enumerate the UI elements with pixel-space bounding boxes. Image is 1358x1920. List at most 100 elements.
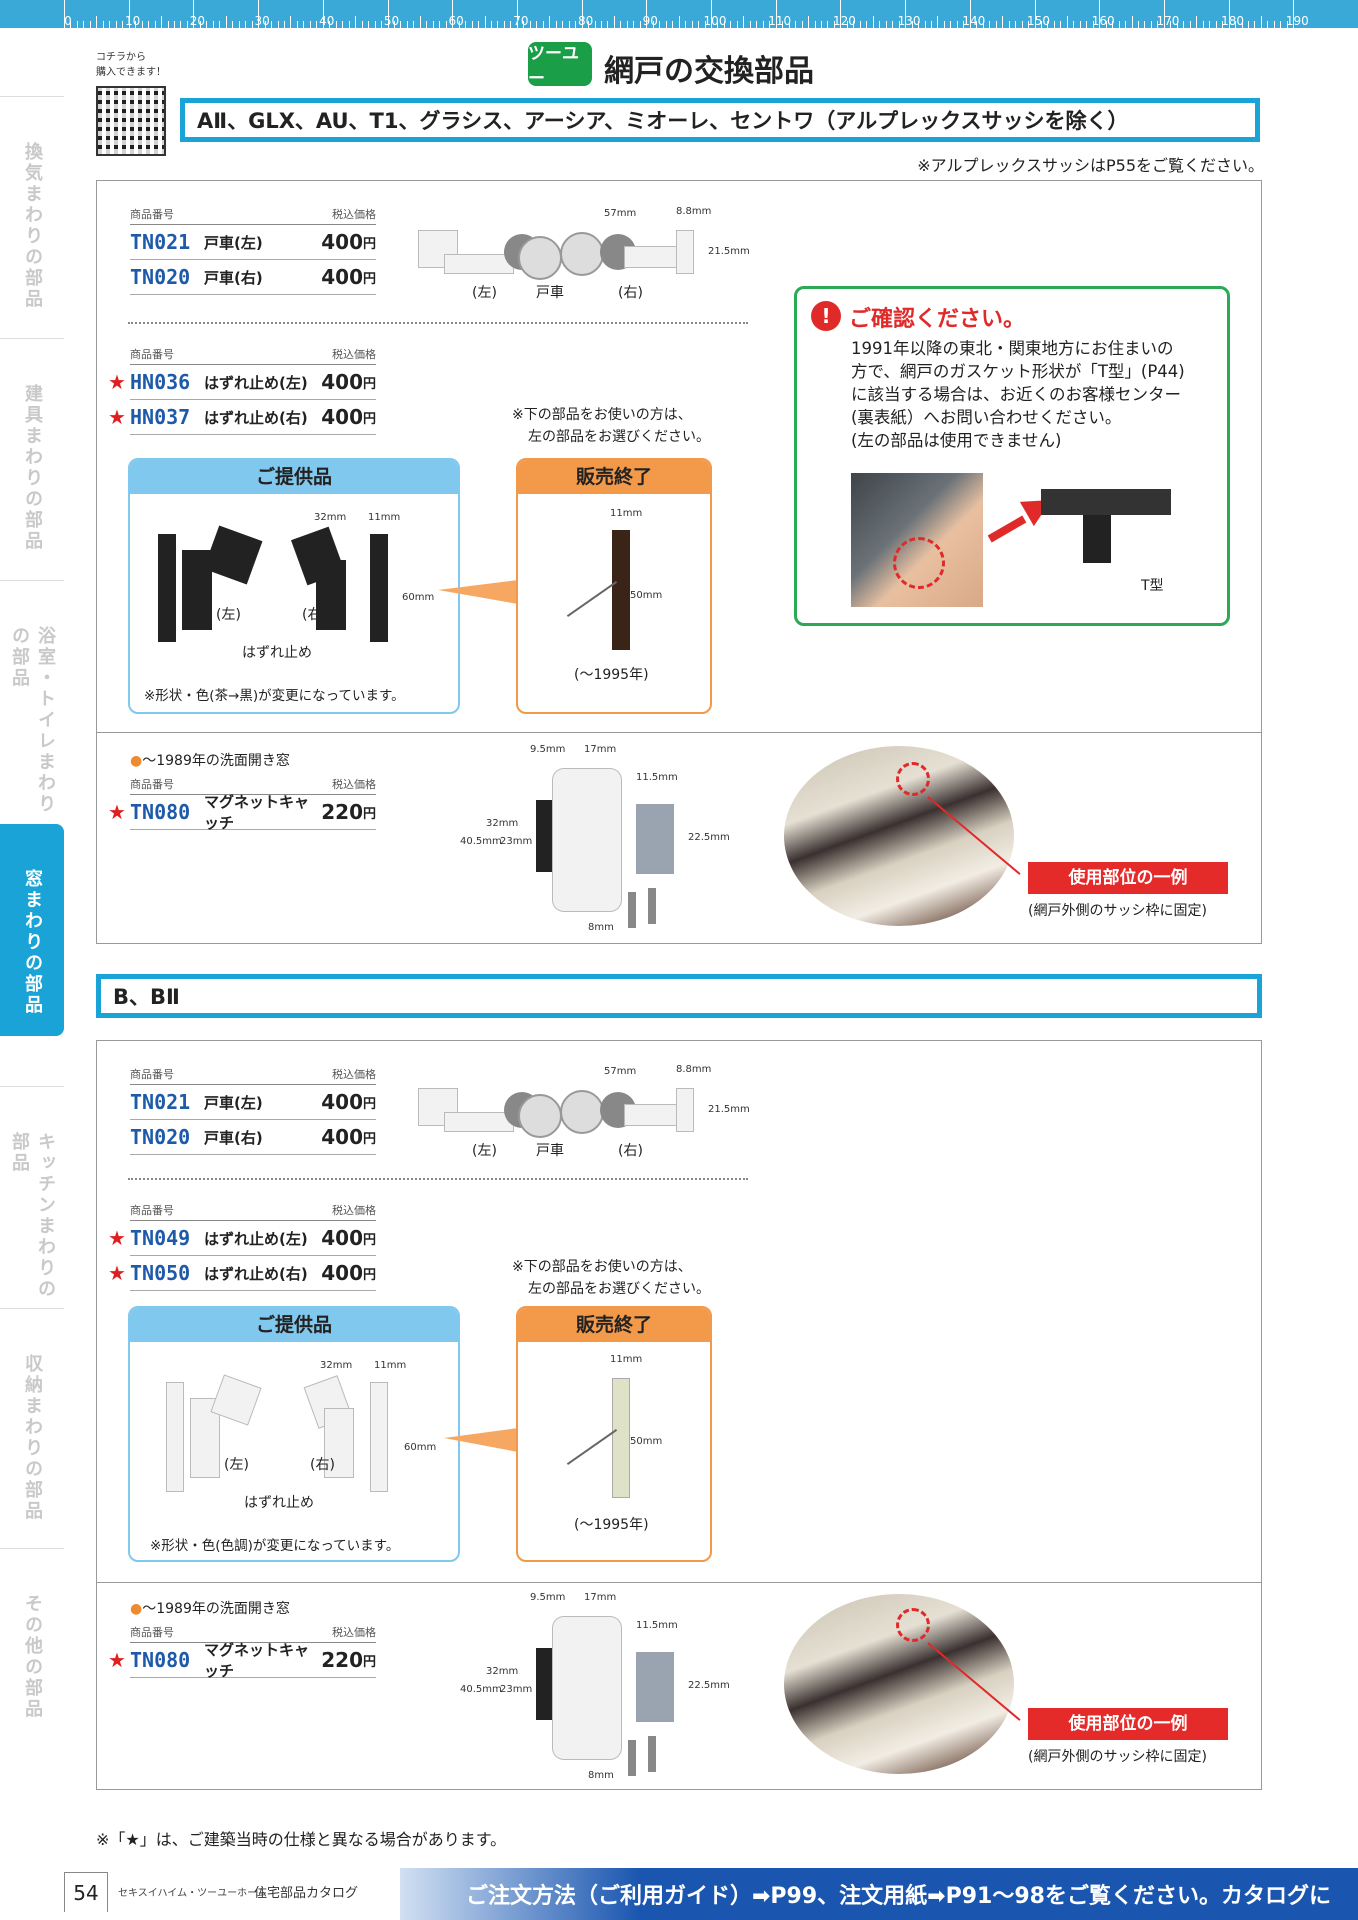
supply-box-title: ご提供品 [130,1308,458,1342]
roller-wheel [518,236,562,280]
ruler-tick [976,21,978,28]
ruler-tick [892,21,894,28]
ruler-tick [491,21,493,28]
side-tab-5[interactable]: 収納まわりの部品 [0,1308,64,1548]
ruler-tick [109,21,111,28]
side-tab-1[interactable]: 建具まわりの部品 [0,338,64,580]
ruler-tick [982,21,984,28]
qr-code-icon[interactable] [96,86,166,156]
product-name: はずれ止め(左) [204,1229,308,1248]
ruler-tick [1241,21,1243,28]
ruler-tick [335,21,337,28]
header-code: 商品番号 [130,1204,174,1217]
section1-note: ※アルプレックスサッシはP55をご覧ください。 [917,156,1264,175]
ruler-tick [1008,21,1010,28]
dim-60: 60mm [404,1442,437,1453]
side-tab-0[interactable]: 換気まわりの部品 [0,96,64,338]
ruler-tick [303,21,305,28]
section1-heading: AⅡ、GLX、AU、T1、グラシス、アーシア、ミオーレ、セントワ（アルプレックス… [180,98,1260,142]
ruler-tick [885,21,887,28]
price-unit: 円 [362,271,376,287]
qr-caption-line2: 購入できます！ [96,67,166,78]
page-number: 54 [64,1872,108,1912]
t-type-label: T型 [1141,578,1164,594]
ruler-tick [232,21,234,28]
pointer-arrow [438,580,518,604]
dim: 8mm [588,1770,614,1781]
product-name: マグネットキャッチ [204,1641,310,1680]
ruler-tick [1021,21,1023,28]
dim: 23mm [500,836,533,847]
side-tab-6[interactable]: その他の部品 [0,1548,64,1748]
ruler-tick [1144,21,1146,28]
roller-plate-left [444,254,514,274]
footer-order-text: ご注文方法（ご利用ガイド）➡P99、注文用紙➡P91〜98をご覧ください。カタロ… [466,1884,1331,1909]
label-left: (左) [472,1143,497,1159]
ruler-tick [762,21,764,28]
ruler-tick [853,21,855,28]
catch-note-text: 〜1989年の洗面開き窓 [142,1601,290,1617]
dim-11: 11mm [374,1360,407,1371]
side-tab-label: 窓まわりの部品 [22,869,43,1016]
dim-60: 60mm [402,592,435,603]
usage-note: (網戸外側のサッシ枠に固定) [1028,903,1207,919]
exclamation-icon: ! [811,301,841,331]
side-tab-label: 収納まわりの部品 [22,1354,43,1522]
star-mark: ★ [108,1648,126,1672]
ruler-tick [439,21,441,28]
ruler-tick [193,0,195,28]
ruler-tick [1086,21,1088,28]
ruler-tick [1066,16,1068,28]
section2-heading: B、BⅡ [96,974,1262,1018]
s2-catch-note: ●〜1989年の洗面開き窓 [130,1598,290,1618]
header-code: 商品番号 [130,208,174,221]
ruler-tick [1170,21,1172,28]
product-name: 戸車(右) [204,268,263,287]
ruler-label: 0 [64,14,72,28]
ruler-tick [1254,21,1256,28]
roller-plate-left [444,1112,514,1132]
use-note-line2: 左の部品をお選びください。 [528,1281,710,1297]
header-price: 税込価格 [332,778,376,791]
header-code: 商品番号 [130,1068,174,1081]
screw-icon [648,1736,656,1772]
side-tab-3[interactable]: 窓まわりの部品 [0,824,64,1036]
ruler-tick [704,21,706,28]
table-header: 商品番号税込価格 [130,1066,376,1085]
product-price: 400 [321,405,363,429]
ruler-tick [70,21,72,28]
ruler-tick [329,21,331,28]
ruler-tick [685,21,687,28]
ruler-tick [633,21,635,28]
ruler-tick [1092,21,1094,28]
ruler-label: 60 [448,14,464,28]
ruler-tick [381,21,383,28]
ruler-tick [672,21,674,28]
ruler-tick [180,21,182,28]
ruler-tick [206,21,208,28]
side-tab-label: その他の部品 [22,1594,43,1720]
side-tab-2[interactable]: 浴室・トイレまわりの部品 [0,580,64,824]
ruler-tick [555,21,557,28]
s1-catch-diagram: 9.5mm 17mm 11.5mm 32mm 40.5mm 23mm 22.5m… [460,742,730,933]
ruler-tick [549,16,551,28]
s1-catch-note: ●〜1989年の洗面開き窓 [130,750,290,770]
orange-dot-icon: ● [130,1601,143,1617]
magnet-catch-body [552,768,622,912]
side-tab-4[interactable]: キッチンまわりの部品 [0,1086,64,1308]
ruler-tick [808,16,810,28]
roller-bracket-right [676,230,694,274]
ruler-tick [290,16,292,28]
ruler-tick [348,21,350,28]
ruler-tick [717,21,719,28]
ruler-tick [969,0,971,28]
roller-wheel [560,1090,604,1134]
ruler-tick [607,21,609,28]
